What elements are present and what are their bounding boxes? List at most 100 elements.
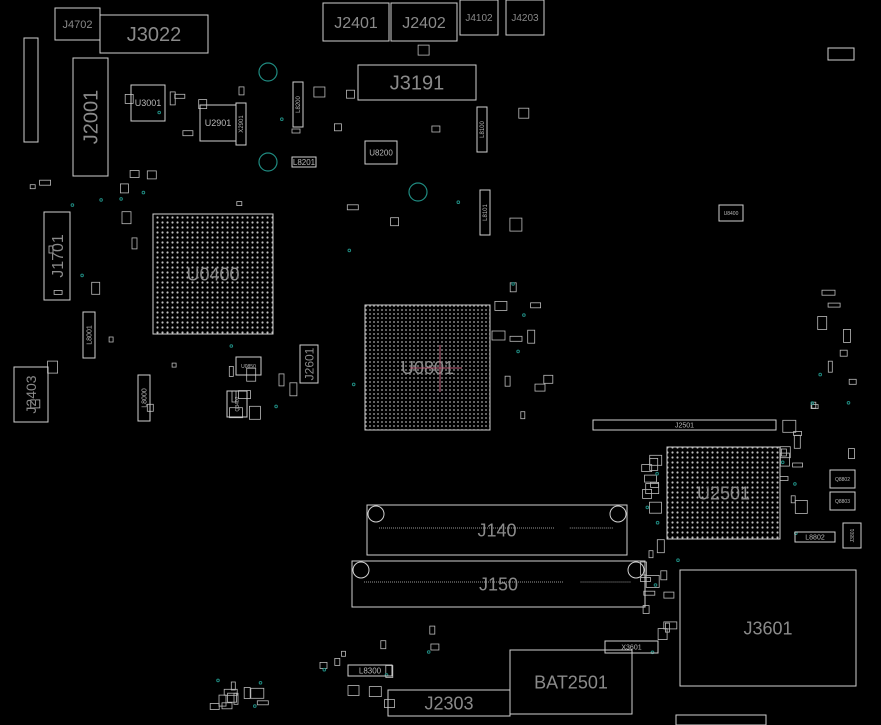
component-j4102[interactable]: J4102 [459,0,499,36]
passive-component [663,591,675,599]
component-j150[interactable]: J150 [351,560,646,608]
component-outline [604,640,659,654]
passive-component [346,204,359,211]
component-j1701[interactable]: J1701 [43,211,71,301]
via [818,372,823,377]
component-outline [592,419,777,431]
connector-strip [23,37,39,143]
passive-component [643,590,656,596]
component-outline [226,390,248,418]
component-j2501[interactable]: J2501 [592,419,777,431]
component-j4203[interactable]: J4203 [505,0,545,36]
component-j2001[interactable]: J2001 [72,57,109,177]
passive-component [640,561,647,576]
component-u8200[interactable]: U8200 [364,140,398,165]
component-label: BAT2501 [534,672,608,692]
component-outline [357,64,477,101]
component-u8400[interactable]: U8400 [718,204,744,222]
component-l8000[interactable]: L8000 [137,374,151,422]
passive-component [198,99,208,109]
component-outline [390,2,458,42]
passive-component [256,700,269,706]
component-j2403[interactable]: J2403 [13,366,49,423]
passive-component [121,211,132,225]
via [522,313,526,317]
component-label: J4702 [63,19,93,31]
passive-component [47,360,58,374]
passive-component [839,349,848,357]
component-outline [479,189,491,236]
component-l8001[interactable]: L8001 [82,311,96,359]
component-u3001[interactable]: U3001 [130,84,166,122]
component-outline [679,569,857,687]
component-l8200[interactable]: L8200 [292,81,304,128]
passive-component [229,407,243,419]
component-label: J2402 [402,15,446,32]
passive-component [656,539,665,554]
component-j3022[interactable]: J3022 [99,14,209,54]
component-outline [292,81,304,128]
mount-hole [367,505,385,523]
passive-component [518,107,530,119]
connector-strip [675,714,767,725]
component-l8802[interactable]: L8802 [794,531,836,543]
passive-component [236,201,243,207]
component-j2402[interactable]: J2402 [390,2,458,42]
component-label: U0400 [186,264,239,284]
component-label: Q3402 [235,396,241,411]
passive-component [182,130,194,137]
passive-component [384,699,395,708]
component-u2501[interactable]: U2501 [666,446,781,540]
via [157,110,161,115]
component-label: U2501 [697,483,750,503]
component-j2601[interactable]: J2601 [299,344,319,384]
passive-component [228,365,234,377]
component-j2401[interactable]: J2401 [322,2,390,42]
passive-component [648,550,654,559]
component-j4702[interactable]: J4702 [54,7,101,41]
component-outline [72,57,109,177]
via [653,583,658,587]
mounting-hole [258,152,278,172]
passive-component [431,125,441,133]
passive-component [39,179,51,186]
via [810,401,815,405]
component-j3191[interactable]: J3191 [357,64,477,101]
passive-component [848,378,857,385]
passive-component [509,282,517,293]
component-label: Q8802 [835,477,850,483]
component-l8100[interactable]: L8100 [476,106,488,153]
component-label: X2901 [239,115,245,133]
component-outline [137,374,151,422]
component-j2303[interactable]: J2303 [387,689,511,717]
component-label: J4203 [511,13,539,24]
component-outline [152,213,274,335]
component-j140[interactable]: J140 [366,504,628,556]
passive-component [509,335,523,342]
passive-component [174,93,186,99]
component-j3601[interactable]: J3601 [679,569,857,687]
passive-component [779,476,789,481]
passive-component [346,89,355,99]
component-u2901[interactable]: U2901 [199,104,237,142]
component-j3801[interactable]: J3801 [842,522,862,549]
component-u0850[interactable]: U0850 [235,356,262,376]
passive-component [223,688,238,696]
passive-component [169,91,176,106]
component-q8803[interactable]: Q8803 [829,491,856,511]
component-x2901[interactable]: X2901 [235,102,247,146]
component-bat2501[interactable]: BAT2501 [509,649,633,715]
component-outline [366,504,628,556]
component-l8101[interactable]: L8101 [479,189,491,236]
component-q3402[interactable]: Q3402 [226,390,248,418]
component-l8300[interactable]: L8300 [347,664,393,677]
passive-component [120,183,129,194]
via [216,678,220,683]
component-label: Q8803 [835,499,850,505]
passive-component [108,336,114,343]
component-q8802[interactable]: Q8802 [829,469,856,489]
component-x3601[interactable]: X3601 [604,640,659,654]
component-l8201[interactable]: L8201 [291,156,317,168]
component-u0400[interactable]: U0400 [152,213,274,335]
